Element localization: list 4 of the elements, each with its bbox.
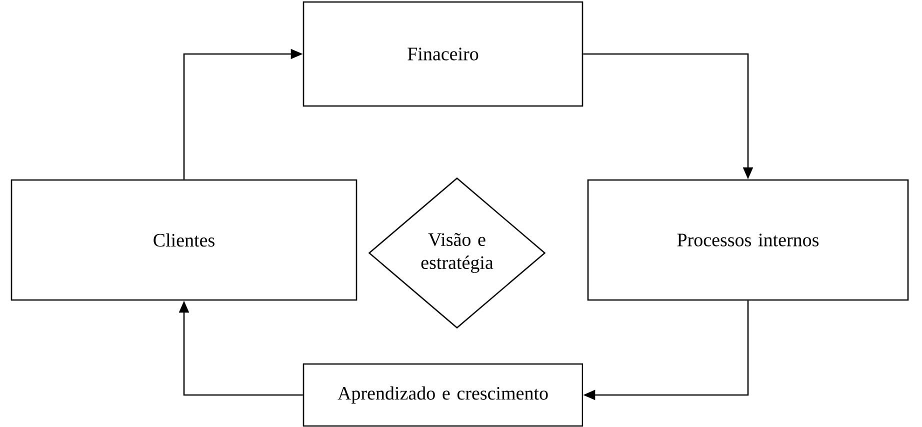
- process-box: Aprendizado e crescimento: [302, 363, 584, 427]
- process-box: Finaceiro: [302, 1, 584, 107]
- process-box: Processos internos: [587, 179, 909, 301]
- process-box: Clientes: [10, 179, 358, 301]
